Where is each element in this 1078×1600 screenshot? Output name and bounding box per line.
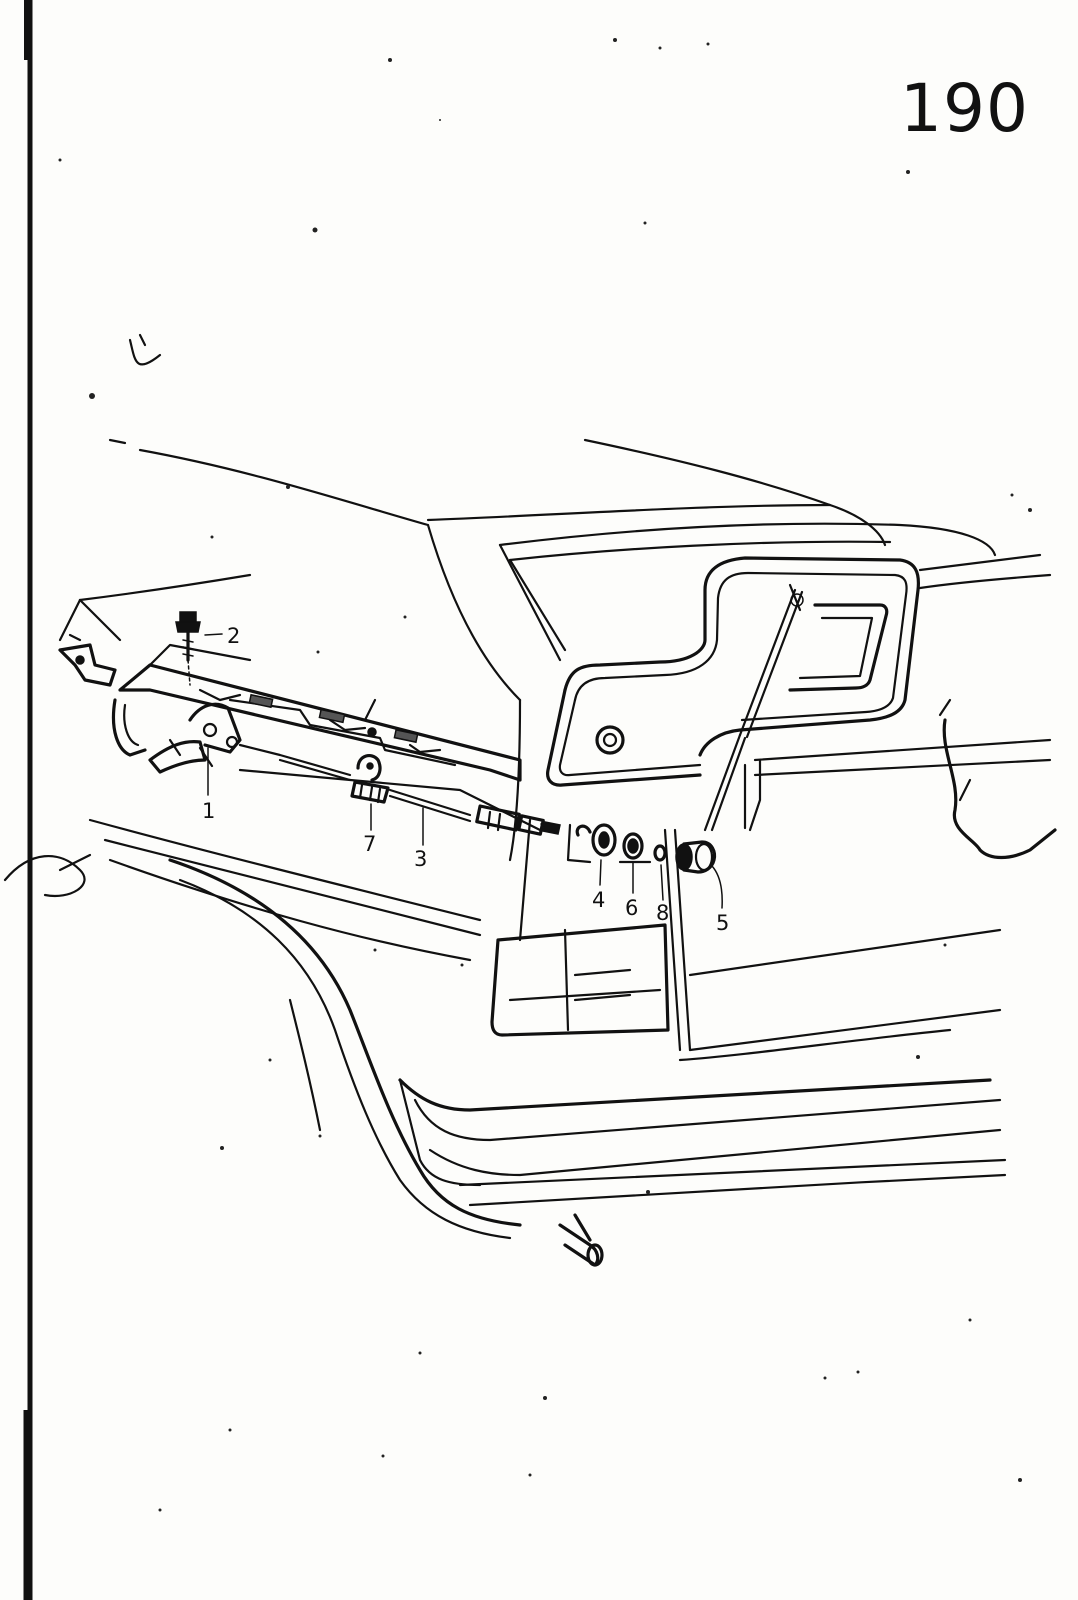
ring-part-8	[653, 844, 667, 862]
cable-clip-part-7	[350, 754, 390, 804]
callout-2: 2	[227, 624, 240, 648]
lock-cylinder-parts	[566, 823, 717, 874]
callout-3: 3	[414, 847, 427, 871]
callout-8: 8	[656, 901, 669, 925]
callout-labels: 1 2 3 4 5 6 7 8	[202, 624, 729, 935]
callout-7: 7	[363, 832, 376, 856]
page-number: 190	[900, 70, 1029, 147]
trunk-latch	[58, 633, 242, 774]
cylinder-part-4	[575, 823, 617, 857]
callout-6: 6	[625, 896, 638, 920]
lock-carrier-panel	[118, 643, 522, 782]
print-specks	[58, 38, 1032, 1512]
callout-5: 5	[716, 911, 729, 935]
car-body-outline	[3, 333, 1057, 1267]
seal-part-6	[622, 832, 644, 860]
release-cable-part-3	[238, 743, 561, 836]
callout-4: 4	[592, 888, 605, 912]
bolt-part-2	[175, 611, 223, 686]
cap-part-5	[675, 840, 717, 874]
callout-1: 1	[202, 799, 215, 823]
leader-lines	[207, 747, 723, 909]
